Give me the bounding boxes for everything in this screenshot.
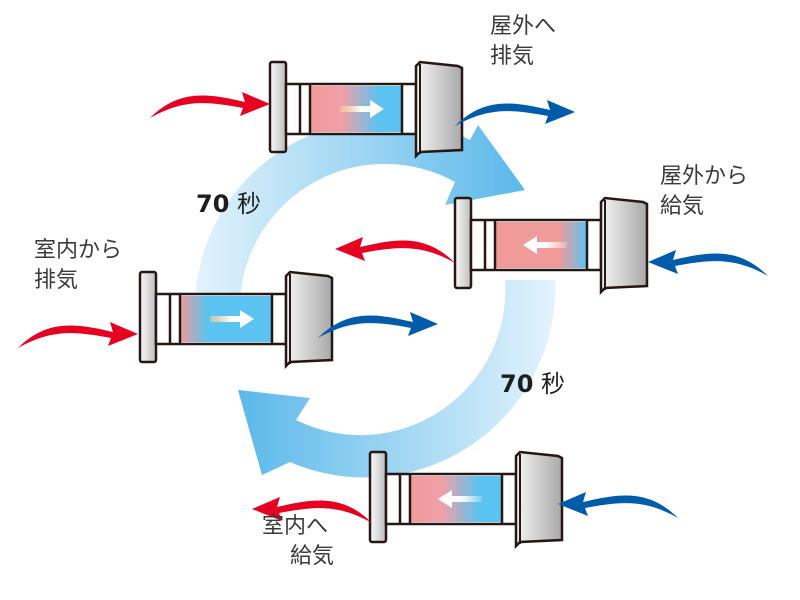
airflow-arrow-left-icon [438, 490, 482, 508]
indoor-cap [268, 60, 288, 154]
outdoor-hood [284, 270, 334, 370]
airflow-arrow-right-icon [210, 310, 254, 328]
ventilation-unit-left [138, 270, 334, 370]
ventilation-unit-bottom [368, 450, 564, 550]
cool-air-out-left-icon [318, 312, 438, 338]
cool-air-in-right-icon [648, 250, 768, 276]
label-bottom-supply-indoor: 室内へ 給気 [262, 514, 335, 569]
outdoor-hood [414, 60, 464, 160]
duration-bottom: 70 秒 [500, 370, 566, 398]
ventilation-unit-right [453, 196, 649, 296]
outdoor-hood [599, 196, 649, 296]
warm-air-in-left-icon [18, 322, 138, 348]
warm-air-out-right-icon [335, 237, 455, 263]
duration-top: 70 秒 [196, 190, 262, 218]
indoor-cap [368, 450, 388, 544]
indoor-cap [138, 270, 158, 364]
airflow-arrow-right-icon [340, 100, 384, 118]
label-right-supply-from-outdoor: 屋外から 給気 [660, 164, 749, 219]
outdoor-hood [514, 450, 564, 550]
label-top-exhaust-outdoor: 屋外へ 排気 [490, 14, 557, 69]
label-left-exhaust-from-indoor: 室内から 排気 [34, 238, 123, 293]
airflow-arrow-left-icon [523, 236, 567, 254]
indoor-cap [453, 196, 473, 290]
cool-air-out-top-icon [455, 100, 575, 126]
cycle-arrow-top [195, 119, 525, 301]
ventilation-unit-top [268, 60, 464, 160]
cool-air-in-bottom-icon [558, 492, 678, 518]
warm-air-out-bottom-icon [252, 497, 372, 523]
cycle-arrow-bottom [238, 280, 556, 478]
warm-air-in-top-icon [150, 92, 270, 118]
